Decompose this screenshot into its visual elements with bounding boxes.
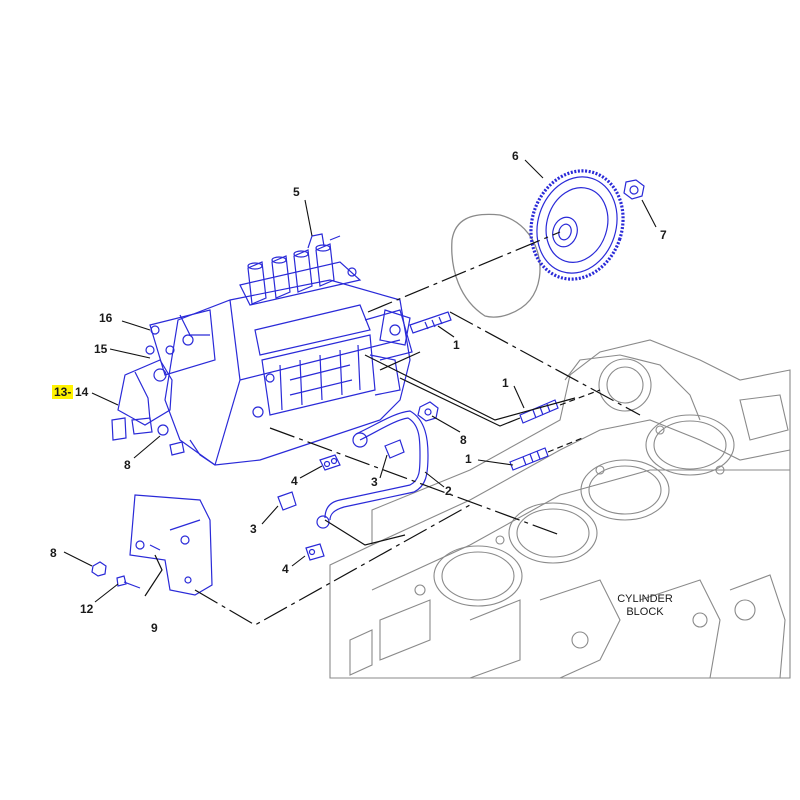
callout-4b: 4	[282, 562, 289, 576]
cylinder-block	[329, 339, 791, 679]
injection-pump	[111, 233, 413, 466]
callout-1b: 1	[502, 376, 509, 390]
pump-bracket	[129, 494, 213, 596]
callout-7: 7	[660, 228, 667, 242]
studs	[409, 311, 559, 471]
callout-5: 5	[293, 185, 300, 199]
gear-nut	[623, 179, 645, 200]
callout-1a: 1	[453, 338, 460, 352]
gasket-ring	[451, 213, 541, 318]
callout-8b: 8	[124, 458, 131, 472]
callout-4a: 4	[291, 474, 298, 488]
callout-8a: 8	[460, 433, 467, 447]
timing-gear	[529, 169, 625, 281]
callout-6: 6	[512, 149, 519, 163]
callout-3b: 3	[250, 522, 257, 536]
callout-9: 9	[151, 621, 158, 635]
callout-16: 16	[99, 311, 113, 325]
callout-8c: 8	[50, 546, 57, 560]
callout-2: 2	[445, 484, 452, 498]
callout-1c: 1	[465, 452, 472, 466]
callout-14: 14	[75, 385, 89, 399]
fasteners	[91, 401, 439, 589]
fuel-pipe	[277, 410, 429, 561]
cylinder-block-label: CYLINDER BLOCK	[605, 593, 685, 619]
leader-lines	[63, 159, 657, 603]
callout-13: 13-	[52, 385, 74, 399]
callout-12: 12	[80, 602, 94, 616]
callout-15: 15	[94, 342, 108, 356]
cylinder-block-label-line1: CYLINDER	[617, 593, 673, 605]
cylinder-block-label-line2: BLOCK	[626, 606, 664, 618]
assembly-lines	[144, 231, 641, 626]
callout-3a: 3	[371, 475, 378, 489]
